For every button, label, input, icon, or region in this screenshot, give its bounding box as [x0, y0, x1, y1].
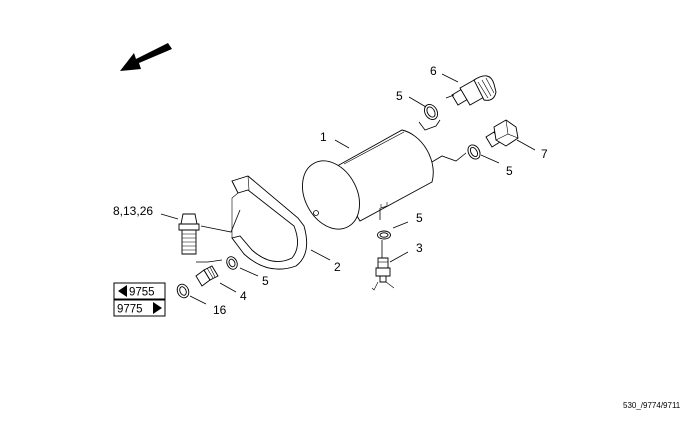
- arrow-right-icon: [153, 302, 162, 314]
- assembly-lines: [160, 73, 536, 305]
- callout-3: 3: [416, 241, 423, 255]
- ref-forward-label: 9775: [117, 304, 143, 316]
- ref-box-forward[interactable]: 9775: [113, 299, 166, 317]
- threaded-connector: [178, 213, 200, 255]
- ref-back-label: 9755: [129, 287, 155, 299]
- callout-4: 4: [240, 289, 247, 303]
- callout-5-nipple: 5: [262, 274, 269, 288]
- drawing-code: 530_/9774/9711: [623, 401, 681, 410]
- callout-6: 6: [430, 64, 437, 78]
- air-tank: [302, 129, 434, 230]
- arrow-left-icon: [118, 285, 127, 297]
- hose-nipple: [195, 265, 219, 287]
- callout-5-drain: 5: [416, 211, 423, 225]
- screw-plug: [485, 119, 519, 148]
- callout-5-top: 5: [396, 89, 403, 103]
- drain-valve: [371, 257, 395, 291]
- direction-arrow-icon: [120, 43, 172, 71]
- mounting-bracket: [231, 175, 308, 270]
- ref-box-back[interactable]: 9755: [113, 282, 166, 300]
- callout-5-side: 5: [506, 164, 513, 178]
- callout-2: 2: [334, 260, 341, 274]
- callout-7: 7: [541, 147, 548, 161]
- callout-16: 16: [213, 303, 227, 317]
- check-valve: [451, 75, 497, 106]
- callout-8-13-26: 8,13,26: [113, 204, 153, 218]
- callout-1: 1: [320, 130, 327, 144]
